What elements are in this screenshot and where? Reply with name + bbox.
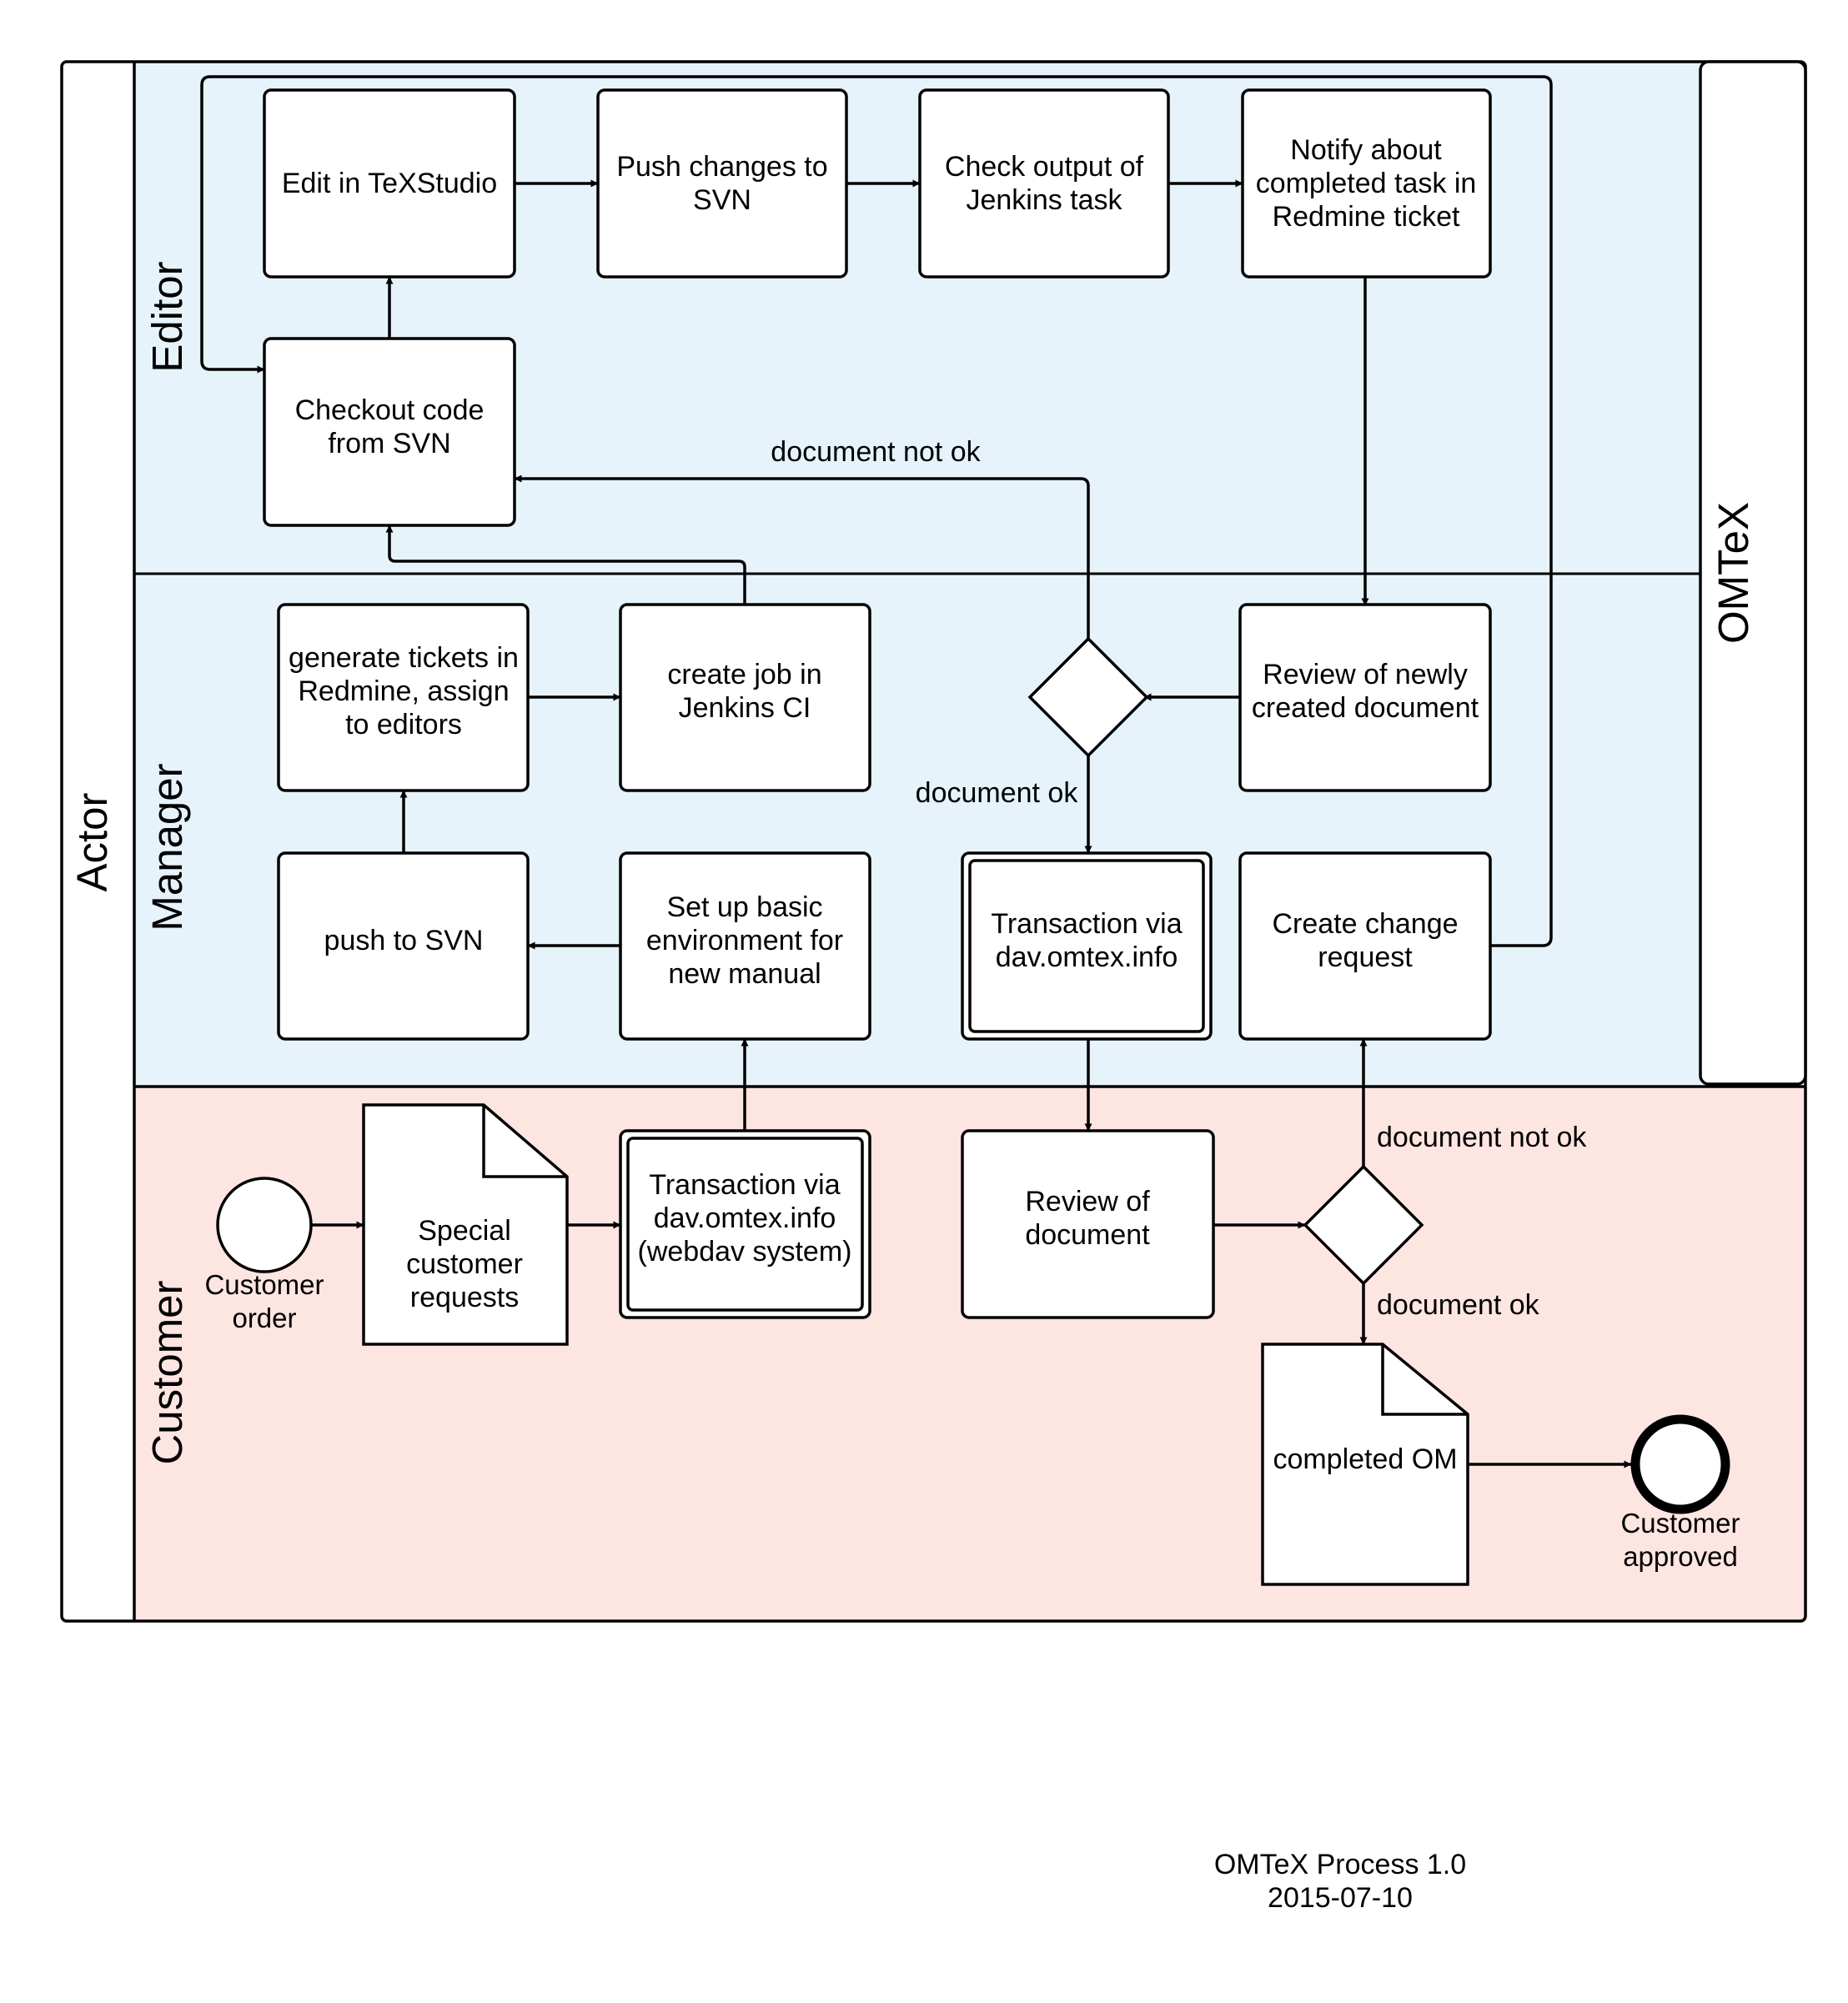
task-create-jenkins-job[interactable] (619, 603, 871, 792)
omtex-pool (1699, 60, 1807, 1086)
label-line: Review of (1025, 1186, 1150, 1217)
label-line: Set up basic (666, 891, 822, 923)
connector-layer (200, 75, 1632, 1468)
label-line: Checkout code (295, 394, 485, 426)
label-line: push to SVN (324, 925, 484, 956)
task-transaction-webdav[interactable] (619, 1129, 871, 1319)
label-line: (webdav system) (638, 1236, 852, 1268)
label-line: Create change (1272, 908, 1458, 940)
label-line: order (232, 1303, 296, 1333)
label-line: Review of newly (1263, 659, 1468, 690)
label-line: Edit in TeXStudio (282, 168, 497, 199)
label-line: Check output of (945, 151, 1144, 183)
edge-change-request-to-checkout (200, 75, 1553, 947)
caption-title: OMTeX Process 1.0 (1214, 1849, 1466, 1880)
task-edit-in-texstudio-label: Edit in TeXStudio (282, 168, 497, 199)
edge-jenkins-job-to-checkout (385, 525, 746, 605)
task-edit-in-texstudio[interactable] (263, 88, 516, 279)
document-special-requests[interactable] (362, 1103, 569, 1346)
task-setup-environment[interactable] (619, 851, 871, 1041)
edge-label-manager-document-ok: document ok (916, 777, 1079, 809)
label-line: Transaction via (649, 1169, 840, 1201)
label-line: dav.omtex.info (996, 941, 1178, 973)
label-line: created document (1252, 692, 1479, 724)
label-line: request (1318, 941, 1413, 973)
label-line: to editors (345, 709, 462, 740)
gateway-document-review-customer[interactable] (1303, 1164, 1424, 1286)
task-push-to-svn[interactable] (277, 851, 530, 1041)
task-generate-tickets[interactable] (277, 603, 530, 792)
label-line: Transaction via (991, 908, 1182, 940)
label-line: from SVN (328, 428, 450, 459)
edge-label-customer-document-not-ok: document not ok (1377, 1122, 1587, 1153)
label-line: Jenkins CI (679, 692, 811, 724)
document-completed-om-label: completed OM (1273, 1443, 1457, 1475)
label-line: environment for (646, 925, 843, 956)
edge-label-editor-document-not-ok: document not ok (771, 436, 981, 468)
label-line: approved (1623, 1541, 1738, 1572)
task-notify-redmine[interactable] (1241, 88, 1492, 279)
gateway-document-review-manager[interactable] (1027, 636, 1149, 758)
document-completed-om[interactable] (1261, 1343, 1469, 1586)
label-line: Customer (204, 1269, 324, 1300)
label-line: SVN (693, 184, 751, 216)
task-push-to-svn-label: push to SVN (324, 925, 484, 956)
document-special-requests-fold (482, 1105, 567, 1178)
editor-lane-title: Editor (143, 261, 191, 372)
label-line: customer (406, 1248, 523, 1280)
task-create-change-request[interactable] (1238, 851, 1492, 1041)
label-line: dav.omtex.info (654, 1202, 836, 1234)
task-check-jenkins-output[interactable] (918, 88, 1170, 279)
edge-label-customer-document-ok: document ok (1377, 1289, 1540, 1321)
label-line: requests (410, 1282, 519, 1313)
label-line: create job in (667, 659, 821, 690)
task-checkout-from-svn[interactable] (263, 337, 516, 527)
manager-lane-title: Manager (143, 763, 191, 931)
task-review-document[interactable] (961, 1129, 1215, 1319)
label-line: Push changes to (616, 151, 827, 183)
label-line: document (1025, 1219, 1150, 1251)
label-line: Special (418, 1215, 511, 1247)
caption-date: 2015-07-10 (1268, 1882, 1413, 1914)
document-completed-om-fold (1381, 1344, 1468, 1416)
label-line: Customer (1620, 1508, 1740, 1539)
task-push-changes-to-svn[interactable] (596, 88, 848, 279)
start-event-customer-order[interactable] (216, 1177, 313, 1273)
task-transaction-dav-inner-border (968, 859, 1205, 1033)
omtex-pool-title: OMTeX (1710, 502, 1757, 644)
label-line: Jenkins task (966, 184, 1122, 216)
label-line: Redmine ticket (1273, 201, 1460, 233)
label-line: completed OM (1273, 1443, 1457, 1475)
edge-gateway-not-ok-to-checkout (514, 474, 1090, 639)
label-line: Notify about (1290, 134, 1442, 166)
end-event-customer-approved[interactable] (1630, 1414, 1730, 1514)
task-transaction-webdav-inner-border (626, 1137, 864, 1312)
task-review-new-document[interactable] (1238, 603, 1492, 792)
label-line: generate tickets in (289, 642, 519, 674)
label-line: Redmine, assign (298, 675, 509, 707)
task-transaction-dav[interactable] (961, 851, 1213, 1041)
label-line: new manual (668, 958, 821, 990)
actor-pool-title: Actor (68, 792, 116, 891)
customer-lane-title: Customer (143, 1280, 191, 1464)
label-line: completed task in (1256, 168, 1477, 199)
